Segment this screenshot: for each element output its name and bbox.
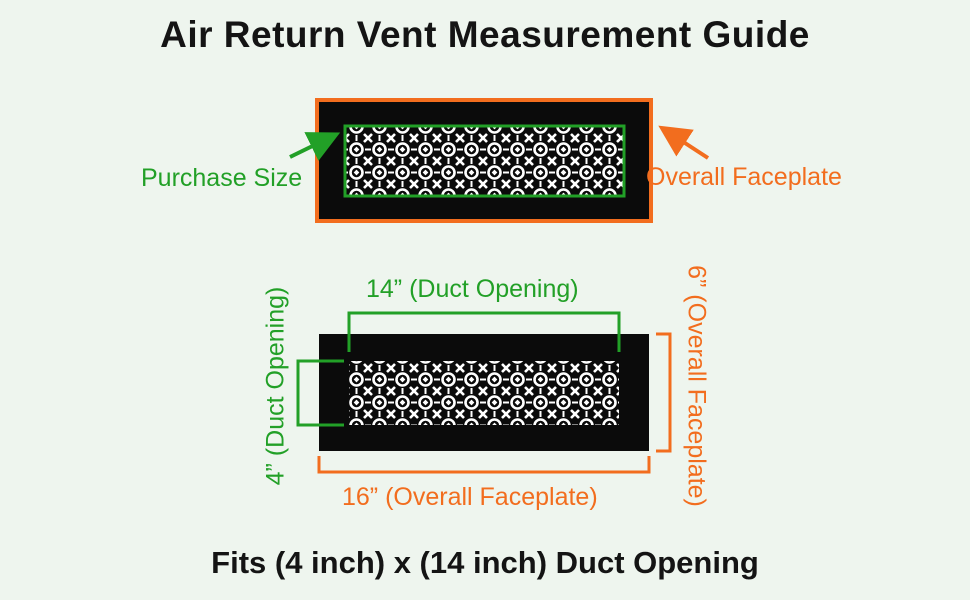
faceplate-height-bracket (656, 332, 672, 453)
top-purchase-outline (343, 124, 626, 198)
duct-height-label: 4” (Duct Opening) (261, 286, 290, 486)
faceplate-width-bracket (317, 456, 651, 474)
arrow-icon (289, 132, 341, 161)
faceplate-height-label: 6” (Overall Faceplate) (682, 265, 711, 507)
page-title: Air Return Vent Measurement Guide (160, 14, 810, 55)
purchase-size-label: Purchase Size (141, 164, 303, 192)
top-grille (345, 126, 624, 196)
bottom-vent (319, 334, 649, 451)
duct-width-label: 14” (Duct Opening) (366, 275, 579, 303)
overall-faceplate-label: Overall Faceplate (646, 163, 842, 191)
bottom-grille (349, 361, 619, 425)
top-vent (315, 98, 653, 223)
fit-caption: Fits (4 inch) x (14 inch) Duct Opening (211, 545, 759, 580)
arrow-icon (658, 125, 710, 160)
duct-width-bracket (347, 311, 621, 352)
duct-height-bracket (296, 359, 344, 427)
faceplate-width-label: 16” (Overall Faceplate) (342, 483, 598, 511)
